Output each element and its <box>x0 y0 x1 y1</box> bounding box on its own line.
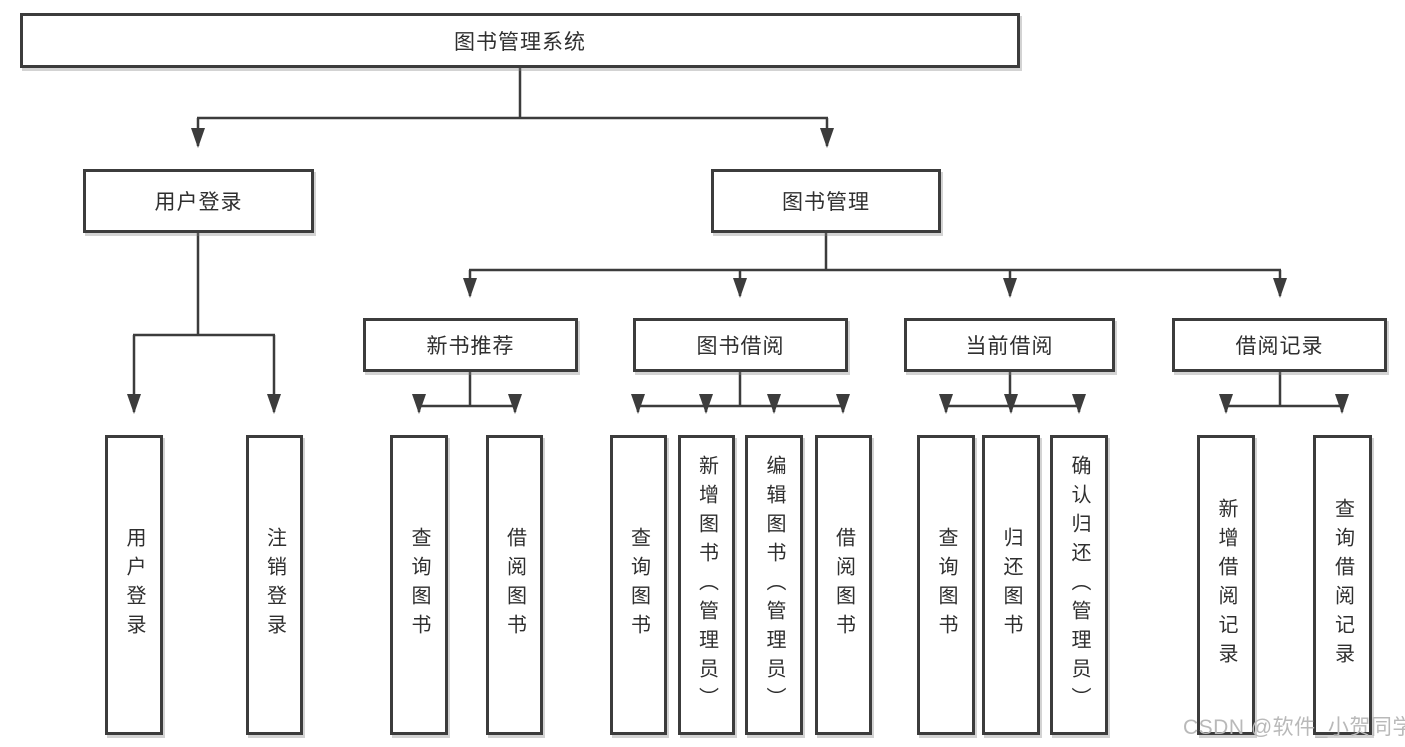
leaf-add-book-admin: 新增图书（管理员） <box>678 435 735 735</box>
leaf-label: 确认归还（管理员） <box>1068 454 1090 716</box>
leaf-borrow-query-book: 查询图书 <box>610 435 667 735</box>
leaf-label: 用户登录 <box>123 527 145 643</box>
leaf-logout: 注销登录 <box>246 435 303 735</box>
node-book-management-label: 图书管理 <box>782 191 870 214</box>
leaf-label: 查询图书 <box>408 527 430 643</box>
node-new-book-recommend-label: 新书推荐 <box>426 335 515 358</box>
node-new-book-recommend: 新书推荐 <box>363 318 578 372</box>
leaf-label: 新增借阅记录 <box>1215 498 1237 672</box>
node-current-borrow-label: 当前借阅 <box>965 335 1054 358</box>
leaf-label: 查询借阅记录 <box>1331 498 1354 672</box>
leaf-return-book: 归还图书 <box>982 435 1040 735</box>
leaf-recommend-borrow-book: 借阅图书 <box>486 435 543 735</box>
node-root-label: 图书管理系统 <box>454 30 586 54</box>
leaf-label: 新增图书（管理员） <box>695 454 718 716</box>
leaf-add-borrow-record: 新增借阅记录 <box>1197 435 1255 735</box>
node-user-login: 用户登录 <box>83 169 314 233</box>
leaf-user-login: 用户登录 <box>105 435 163 735</box>
leaf-borrow-book: 借阅图书 <box>815 435 872 735</box>
node-book-management: 图书管理 <box>711 169 941 233</box>
leaf-recommend-query-book: 查询图书 <box>390 435 448 735</box>
node-book-borrow: 图书借阅 <box>633 318 848 372</box>
leaf-label: 注销登录 <box>263 527 286 643</box>
node-current-borrow: 当前借阅 <box>904 318 1115 372</box>
leaf-label: 查询图书 <box>935 527 957 643</box>
node-user-login-label: 用户登录 <box>154 191 243 214</box>
leaf-label: 编辑图书（管理员） <box>763 454 785 716</box>
node-book-borrow-label: 图书借阅 <box>696 335 785 358</box>
node-borrow-record: 借阅记录 <box>1172 318 1387 372</box>
leaf-label: 借阅图书 <box>503 527 526 643</box>
leaf-confirm-return-admin: 确认归还（管理员） <box>1050 435 1108 735</box>
leaf-label: 借阅图书 <box>832 527 855 643</box>
node-root: 图书管理系统 <box>20 13 1020 68</box>
node-borrow-record-label: 借阅记录 <box>1235 335 1324 358</box>
leaf-label: 查询图书 <box>627 527 650 643</box>
leaf-label: 归还图书 <box>1000 527 1022 643</box>
csdn-watermark: CSDN @软件_小贺同学 <box>1183 716 1405 739</box>
leaf-edit-book-admin: 编辑图书（管理员） <box>745 435 803 735</box>
leaf-query-borrow-record: 查询借阅记录 <box>1313 435 1372 735</box>
leaf-current-query-book: 查询图书 <box>917 435 975 735</box>
